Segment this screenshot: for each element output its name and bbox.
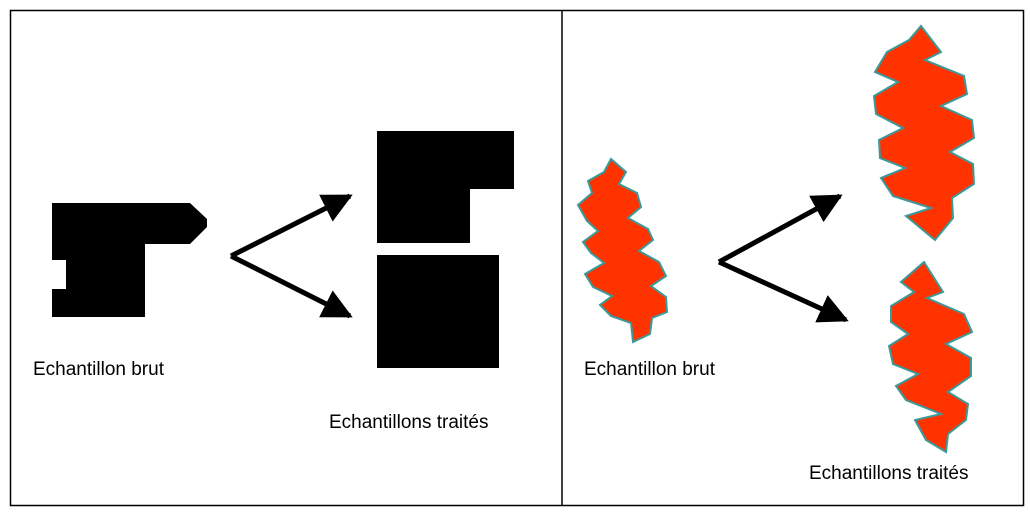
outer-frame (9, 9, 1025, 507)
arrow-down (229, 253, 353, 319)
raw-sample-wavy-shape (576, 157, 669, 344)
processed-samples-label-left: Echantillons traités (329, 412, 489, 433)
arrow-up (717, 193, 843, 265)
split-arrows (229, 193, 353, 319)
right-panel (576, 24, 976, 454)
arrow-down (717, 259, 849, 323)
processed-sample-bottom-shape (887, 260, 974, 454)
processed-samples-label-right: Echantillons traités (809, 463, 969, 484)
processed-sample-top-shape (377, 131, 514, 243)
raw-sample-label-right: Echantillon brut (584, 359, 715, 380)
raw-sample-label-left: Echantillon brut (33, 359, 164, 380)
processed-sample-bottom-shape (377, 255, 499, 368)
arrow-up (229, 193, 353, 259)
processed-sample-top-shape (872, 24, 976, 242)
split-arrows (717, 193, 849, 323)
left-panel (52, 131, 514, 368)
raw-sample-block-shape (52, 203, 207, 317)
